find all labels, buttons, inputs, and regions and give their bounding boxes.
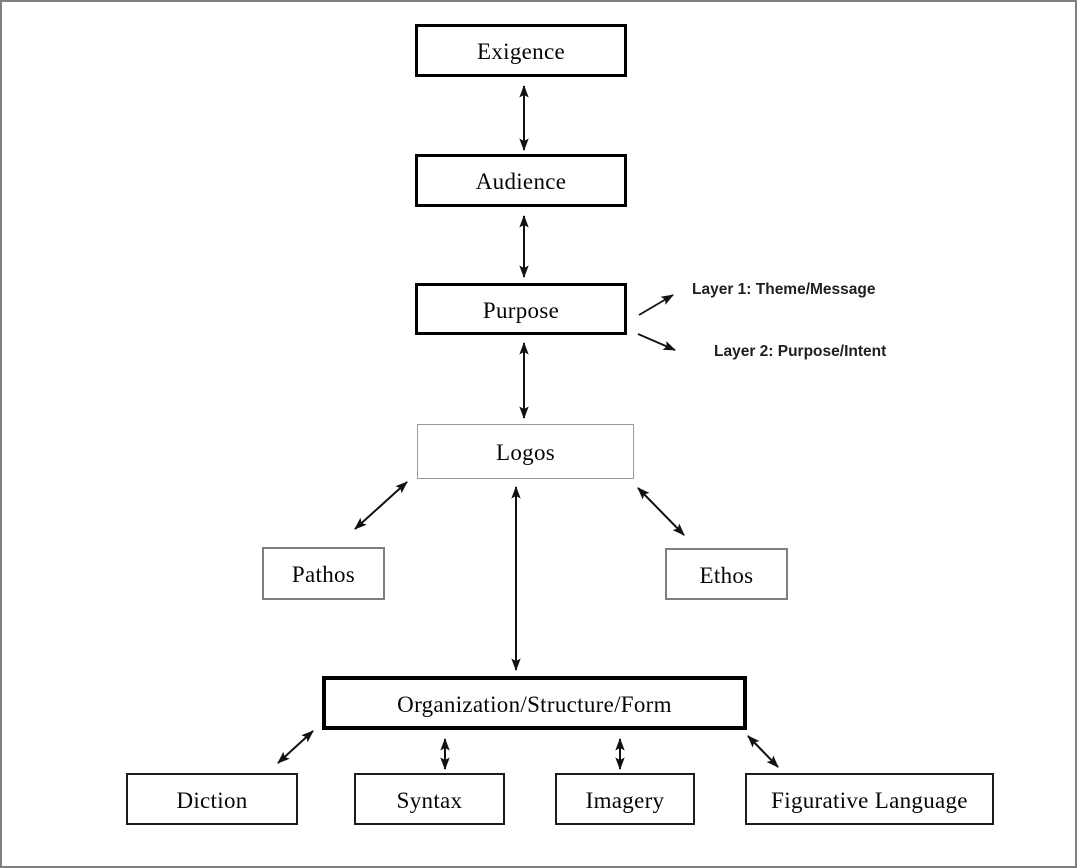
node-diction: Diction <box>126 773 298 825</box>
node-figurative-language-label: Figurative Language <box>771 787 968 813</box>
node-organization-label: Organization/Structure/Form <box>397 691 672 717</box>
node-purpose-label: Purpose <box>482 297 560 323</box>
arrow-logos-ethos <box>637 487 685 536</box>
node-organization: Organization/Structure/Form <box>322 676 747 730</box>
arrow-purpose-layer1 <box>638 294 674 316</box>
node-ethos-label: Ethos <box>699 562 754 588</box>
arrow-organization-figurative <box>747 735 779 768</box>
node-exigence: Exigence <box>415 24 627 77</box>
node-purpose: Purpose <box>415 283 627 335</box>
node-imagery: Imagery <box>555 773 695 825</box>
annotation-layer1: Layer 1: Theme/Message <box>692 281 876 298</box>
node-logos-label: Logos <box>496 440 555 465</box>
arrow-logos-pathos <box>354 481 408 530</box>
node-exigence-label: Exigence <box>477 39 565 64</box>
node-imagery-label: Imagery <box>585 787 665 813</box>
node-syntax-label: Syntax <box>396 787 463 813</box>
arrow-purpose-layer2 <box>637 333 676 351</box>
node-diction-label: Diction <box>176 787 248 813</box>
node-pathos: Pathos <box>262 547 385 600</box>
node-audience-label: Audience <box>475 169 567 194</box>
annotation-layer2: Layer 2: Purpose/Intent <box>714 343 887 360</box>
node-figurative-language: Figurative Language <box>745 773 994 825</box>
node-audience: Audience <box>415 154 627 207</box>
node-pathos-label: Pathos <box>291 562 356 587</box>
node-syntax: Syntax <box>354 773 505 825</box>
arrow-organization-diction <box>277 730 314 764</box>
node-ethos: Ethos <box>665 548 788 600</box>
node-logos: Logos <box>417 424 634 479</box>
